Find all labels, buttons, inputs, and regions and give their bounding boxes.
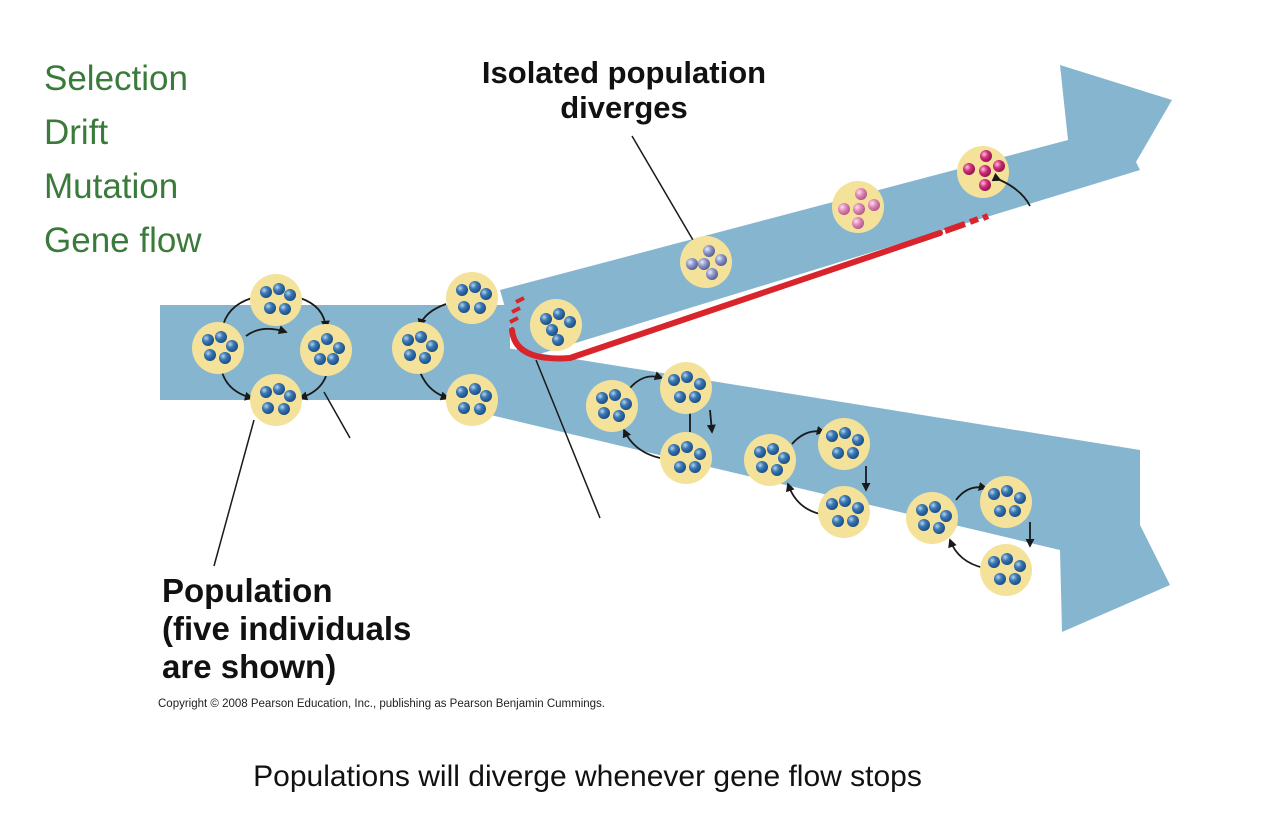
individual [300,324,352,376]
evolutionary-forces-list: Selection Drift Mutation Gene flow [44,52,202,268]
isolated-label-leader [631,135,701,253]
population-lower-ring-1 [586,362,716,484]
isolated-population-lineage [530,146,1031,351]
individual [530,299,582,351]
slide-caption: Populations will diverge whenever gene f… [0,760,1270,794]
gene-flow-barrier [509,213,990,362]
copyright-notice: Copyright © 2008 Pearson Education, Inc.… [158,698,605,710]
population-lower-ring-2 [744,418,871,538]
force-selection: Selection [44,59,188,98]
population-label-line1: Population [162,572,332,609]
individual [818,486,870,538]
individual [250,374,302,426]
population-label-leader [213,419,255,567]
individual [446,374,498,426]
population-label-line2: (five individuals [162,610,411,647]
population-label-line3: are shown) [162,648,336,685]
individual [818,418,870,470]
individual [906,492,958,544]
isolated-label-line1: Isolated population [482,55,766,90]
force-gene-flow: Gene flow [44,221,202,260]
individual [980,544,1032,596]
caption-text: Populations will diverge whenever gene f… [253,760,922,793]
individual [392,322,444,374]
population-gene-flow-leader [323,391,351,439]
individual [660,362,712,414]
barrier-leader [535,359,601,519]
force-drift: Drift [44,113,109,152]
individual [744,434,796,486]
individual [680,236,732,288]
main-branch-arrow [478,345,1170,632]
population-ancestral-ring [192,274,352,426]
isolated-label-line2: diverges [560,90,688,125]
force-mutation: Mutation [44,167,179,206]
individual [446,272,498,324]
population-lower-ring-3 [906,476,1035,596]
population-split-ring [392,272,498,426]
individual [957,146,1009,198]
individual [832,181,884,233]
individual [586,380,638,432]
individual [980,476,1032,528]
individual [192,322,244,374]
individual [250,274,302,326]
individual [660,432,712,484]
